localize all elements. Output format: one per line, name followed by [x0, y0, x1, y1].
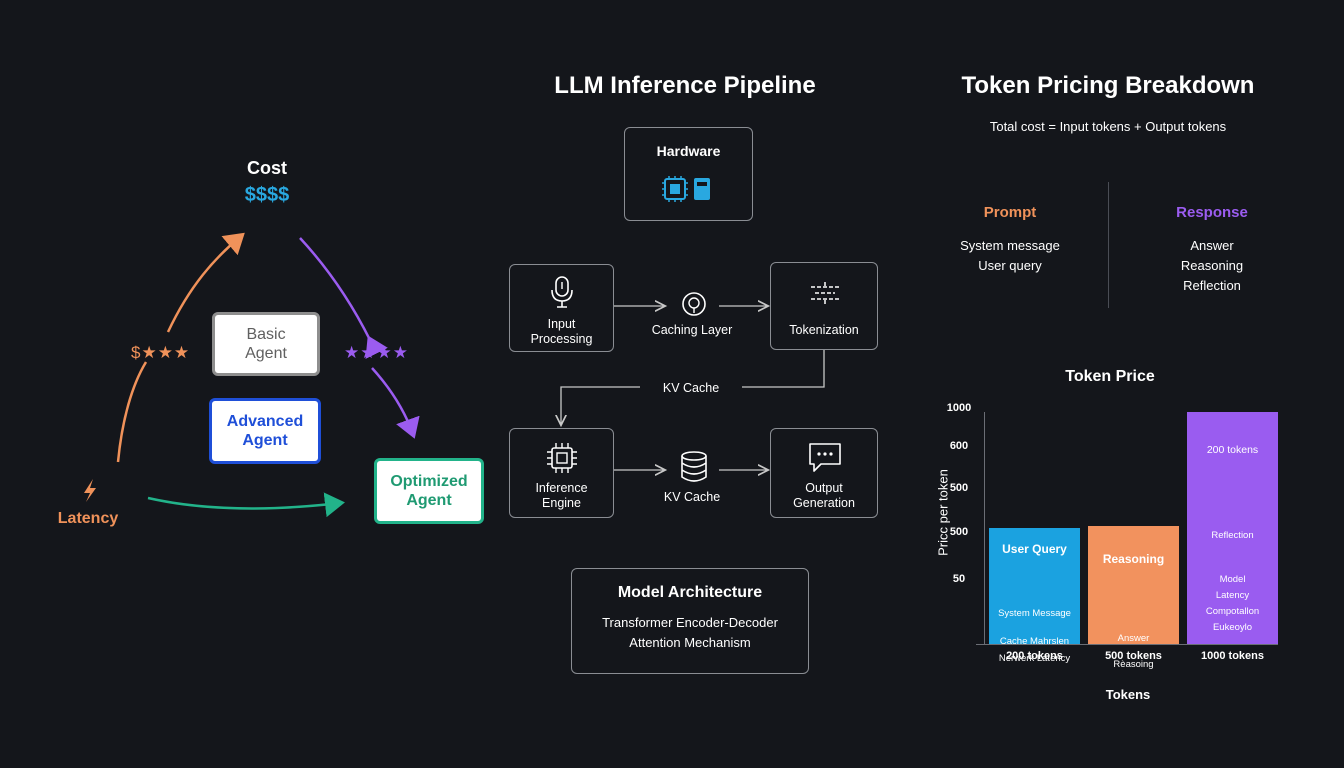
- processor-icon: [547, 443, 577, 473]
- tokenization-label: Tokenization: [789, 323, 859, 337]
- input-processing-label: Input Processing: [530, 317, 593, 346]
- lightning-icon: [84, 479, 96, 502]
- cost-label: Cost: [247, 158, 287, 178]
- inference-engine-node: Inference Engine: [509, 428, 614, 518]
- arrow-token-to-engine: [561, 348, 825, 424]
- bar-data-label: Cache Mahrslen: [999, 636, 1070, 647]
- bar-data-label: System Message: [998, 608, 1071, 619]
- input-processing-node: Input Processing: [509, 264, 614, 352]
- y-tick-label: 50: [952, 573, 966, 585]
- bar-data-label: Nerwerk Latency: [998, 653, 1071, 664]
- y-tick-label: 600: [949, 440, 969, 452]
- response-item-reflection: Reflection: [1183, 278, 1241, 293]
- y-tick-label: 500: [949, 526, 969, 538]
- response-item-reasoning: Reasoning: [1180, 258, 1244, 273]
- bar-data-label: Rèasoing: [1113, 658, 1154, 670]
- y-tick-label: 1000: [946, 402, 972, 414]
- output-generation-node: Output Generation: [770, 428, 878, 518]
- basic-agent-label: Basic Agent: [245, 326, 287, 362]
- x-tick-label: 500 tokens: [1105, 650, 1162, 662]
- model-architecture-box: Model Architecture Transformer Encoder-D…: [571, 568, 809, 674]
- bar-heading: User Query: [1002, 542, 1067, 556]
- x-tick-label: 1000 tokens: [1201, 650, 1264, 662]
- inference-engine-label: Inference Engine: [535, 481, 588, 510]
- chart-xlabel: Tokens: [1105, 687, 1151, 702]
- kv-cache-loop-label: KV Cache: [662, 381, 720, 395]
- tradeoff-triangle: [84, 232, 420, 518]
- cost-to-quality-arrow: [299, 237, 388, 360]
- latency-left-curve: [116, 361, 148, 463]
- bar-data-label: Latency: [1215, 590, 1250, 601]
- kv-cache-label: KV Cache: [663, 490, 721, 504]
- tokenization-node: Tokenization: [770, 262, 878, 350]
- response-item-answer: Answer: [1190, 238, 1234, 253]
- chart-x-axis: [976, 644, 1278, 645]
- bar-heading: Reasoning: [1102, 551, 1165, 566]
- bar-data-label: Model: [1219, 574, 1246, 585]
- x-tick-label: 200 tokens: [1006, 650, 1063, 662]
- basic-agent-box: Basic Agent: [212, 312, 320, 376]
- microphone-icon: [551, 276, 573, 308]
- prompt-item-user: User query: [978, 258, 1042, 273]
- chart-y-axis: [984, 412, 985, 644]
- latency-label: Latency: [57, 510, 119, 527]
- model-architecture-line2: Attention Mechanism: [629, 635, 751, 650]
- quality-to-optimized-arrow: [371, 367, 420, 439]
- advanced-agent-box: Advanced Agent: [209, 398, 321, 464]
- left-rating: $★★★: [131, 343, 191, 362]
- bar-heading: 200 tokens: [1206, 444, 1259, 456]
- y-tick-label: 500: [949, 482, 969, 494]
- advanced-agent-label: Advanced Agent: [226, 413, 304, 449]
- pricing-divider: [1108, 182, 1109, 308]
- hardware-label: Hardware: [656, 143, 721, 159]
- caching-icon: [682, 292, 706, 316]
- model-architecture-title: Model Architecture: [617, 584, 763, 601]
- chart-ylabel: Pricc per token: [935, 469, 951, 556]
- hardware-node: Hardware: [624, 127, 753, 221]
- caching-layer-label: Caching Layer: [651, 323, 733, 337]
- bar-data-label: Reflection: [1211, 530, 1254, 541]
- bar-data-label: Answer: [1117, 632, 1150, 644]
- pricing-formula: Total cost = Input tokens + Output token…: [989, 119, 1227, 134]
- pricing-title: Token Pricing Breakdown: [961, 72, 1255, 99]
- database-icon: [681, 451, 707, 482]
- latency-to-optimized-arrow: [147, 492, 345, 518]
- output-generation-label: Output Generation: [793, 481, 855, 510]
- hardware-chip-icon: [662, 176, 710, 202]
- response-heading: Response: [1176, 204, 1248, 221]
- tokenization-icon: [811, 282, 839, 304]
- pipeline-title: LLM Inference Pipeline: [554, 72, 816, 99]
- latency-to-cost-arrow: [166, 232, 245, 333]
- chat-bubble-icon: [809, 443, 841, 472]
- optimized-agent-label: Optimized Agent: [390, 473, 468, 509]
- bar-data-label: Eukeoylo: [1212, 622, 1253, 633]
- chart-title: Token Price: [1065, 368, 1155, 385]
- bar-data-label: Compotallon: [1205, 606, 1260, 617]
- prompt-item-system: System message: [960, 238, 1060, 253]
- right-rating: ★★★★: [344, 343, 409, 362]
- cost-symbol: $$$$: [244, 184, 290, 206]
- optimized-agent-box: Optimized Agent: [374, 458, 484, 524]
- prompt-heading: Prompt: [983, 204, 1037, 221]
- model-architecture-line1: Transformer Encoder-Decoder: [602, 615, 778, 630]
